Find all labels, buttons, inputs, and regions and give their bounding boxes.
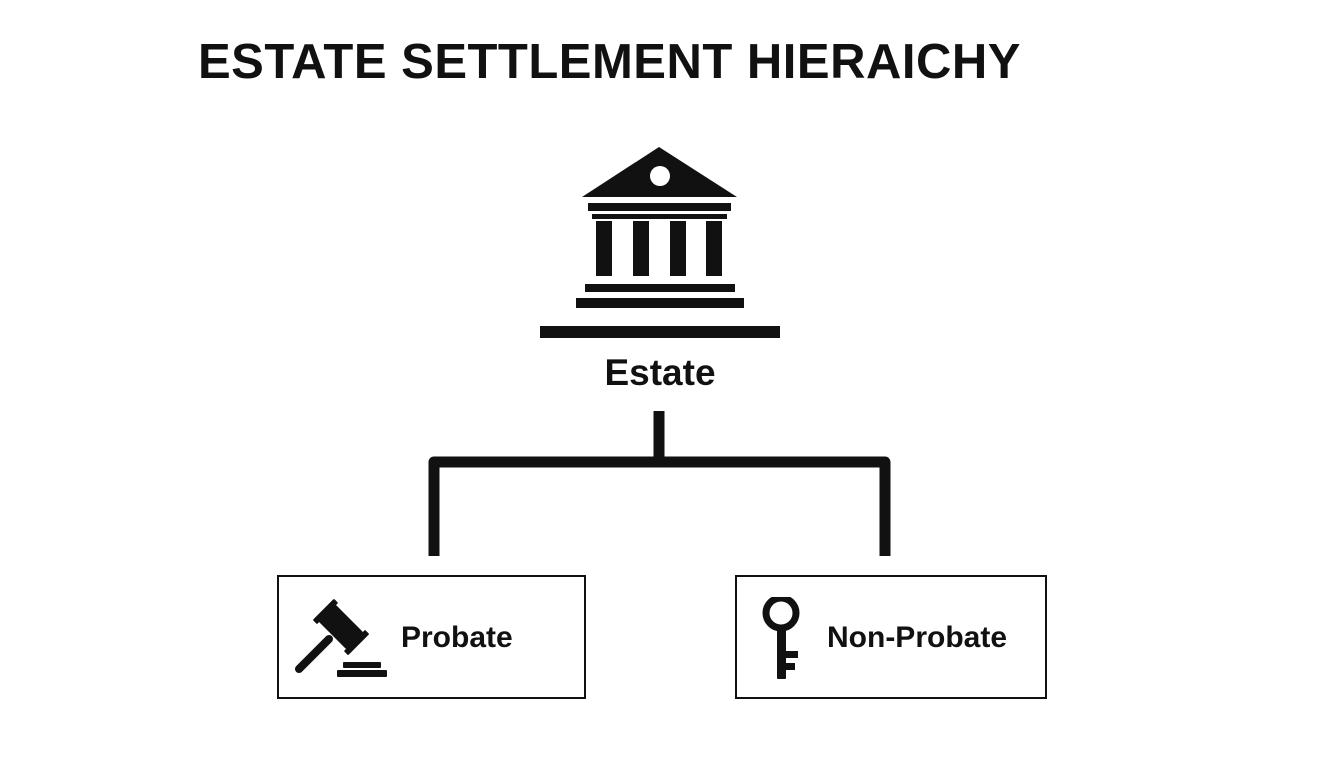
courthouse-icon	[540, 147, 780, 338]
node-label-non-probate: Non-Probate	[827, 621, 1007, 654]
node-label-estate: Estate	[604, 352, 716, 393]
hierarchy-connectors	[428, 411, 891, 556]
node-non-probate: Non-Probate	[735, 575, 1047, 699]
node-label-probate: Probate	[401, 621, 513, 654]
connector-branch	[428, 456, 891, 556]
node-probate: Probate	[277, 575, 586, 699]
gavel-icon	[295, 599, 387, 677]
diagram-title: ESTATE SETTLEMENT HIERAICHY	[198, 35, 1021, 89]
key-icon	[762, 597, 800, 679]
